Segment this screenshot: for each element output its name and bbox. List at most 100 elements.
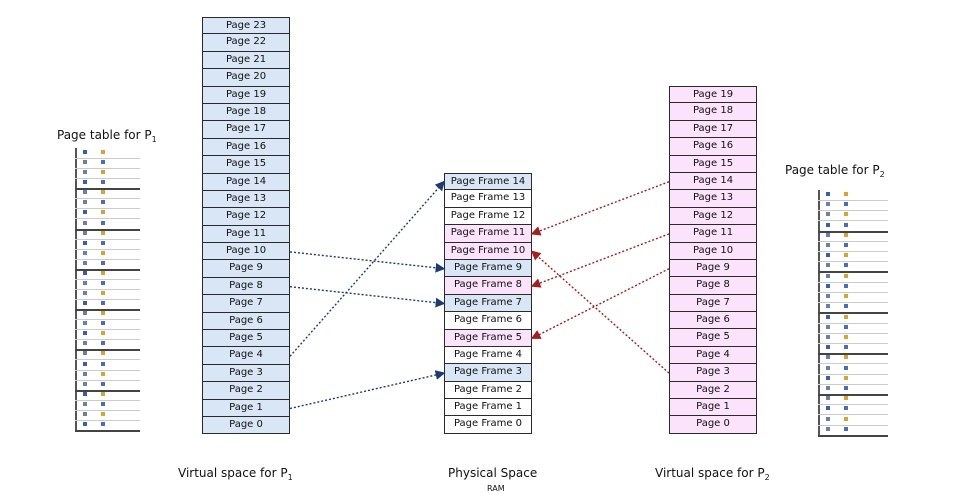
page-table-icon bbox=[83, 321, 87, 326]
page-table-icon bbox=[83, 401, 87, 406]
virtual-page-p1-cell: Page 15 bbox=[202, 156, 290, 174]
page-table-icon bbox=[101, 371, 105, 376]
page-table-icon bbox=[101, 190, 105, 195]
page-table-icon bbox=[101, 401, 105, 406]
page-table-icon bbox=[826, 243, 830, 248]
page-table-entry bbox=[75, 410, 140, 421]
mapping-arrow-p1 bbox=[289, 251, 446, 273]
page-table-entry bbox=[75, 420, 140, 432]
page-table-icon bbox=[844, 334, 848, 339]
virtual-page-p2-cell: Page 4 bbox=[669, 346, 757, 365]
page-table-icon bbox=[826, 222, 830, 227]
page-table-icon bbox=[826, 202, 830, 207]
page-table-icon bbox=[101, 421, 105, 426]
page-table-entry bbox=[75, 279, 140, 290]
page-table-icon bbox=[844, 243, 848, 248]
page-table-icon bbox=[826, 304, 830, 309]
page-table-p2-label-text: Page table for P bbox=[785, 163, 880, 177]
virtual-page-p2-cell: Page 16 bbox=[669, 138, 757, 156]
page-table-icon bbox=[844, 416, 848, 421]
page-table-entry bbox=[75, 219, 140, 231]
page-table-icon bbox=[83, 381, 87, 386]
mapping-arrow-p2 bbox=[530, 233, 670, 288]
page-table-icon bbox=[83, 170, 87, 175]
page-table-icon bbox=[101, 200, 105, 205]
page-table-icon bbox=[83, 150, 87, 154]
page-table-icon bbox=[826, 212, 830, 217]
page-table-icon bbox=[844, 385, 848, 390]
physical-space-label: Physical Space bbox=[448, 466, 538, 480]
page-table-entry bbox=[75, 178, 140, 191]
page-table-icon bbox=[826, 324, 830, 329]
page-table-icon bbox=[83, 311, 87, 316]
virtual-page-p2-cell: Page 13 bbox=[669, 190, 757, 208]
virtual-page-p2-cell: Page 10 bbox=[669, 242, 757, 260]
page-frame-cell: Page Frame 13 bbox=[444, 190, 532, 208]
virtual-page-p1-cell: Page 19 bbox=[202, 86, 290, 104]
page-table-entry bbox=[818, 231, 888, 242]
page-table-p2 bbox=[818, 190, 888, 437]
page-table-icon bbox=[844, 212, 848, 217]
page-table-icon bbox=[101, 150, 105, 154]
page-frame-cell: Page Frame 14 bbox=[444, 173, 532, 191]
page-table-icon bbox=[83, 391, 87, 396]
page-table-icon bbox=[101, 361, 105, 366]
page-table-icon bbox=[844, 283, 848, 288]
page-table-icon bbox=[101, 160, 105, 165]
virtual-page-p2-cell: Page 15 bbox=[669, 155, 757, 173]
page-table-icon bbox=[826, 192, 830, 196]
page-table-icon bbox=[101, 250, 105, 255]
page-table-icon bbox=[826, 426, 830, 431]
ram-label: RAM bbox=[487, 484, 505, 493]
page-table-icon bbox=[101, 240, 105, 245]
page-table-icon bbox=[83, 301, 87, 306]
virtual-page-p2-cell: Page 17 bbox=[669, 120, 757, 139]
page-table-icon bbox=[844, 426, 848, 431]
page-table-entry bbox=[818, 210, 888, 222]
page-table-icon bbox=[826, 345, 830, 350]
page-table-entry bbox=[75, 319, 140, 331]
page-table-p1 bbox=[75, 148, 140, 432]
page-table-entry bbox=[818, 221, 888, 233]
page-table-p2-label: Page table for P2 bbox=[785, 163, 885, 179]
virtual-page-p2-cell: Page 19 bbox=[669, 86, 757, 104]
virtual-page-p1-cell: Page 6 bbox=[202, 312, 290, 331]
page-table-entry bbox=[818, 425, 888, 437]
virtual-page-p1-cell: Page 12 bbox=[202, 208, 290, 226]
virtual-page-p1-cell: Page 18 bbox=[202, 103, 290, 122]
page-table-entry bbox=[75, 168, 140, 180]
page-table-entry bbox=[75, 309, 140, 321]
virtual-space-p2-label-sub: 2 bbox=[764, 473, 770, 482]
virtual-space-p2-label: Virtual space for P2 bbox=[655, 466, 770, 482]
virtual-page-p1-cell: Page 23 bbox=[202, 17, 290, 35]
virtual-space-p1-label-sub: 1 bbox=[287, 473, 293, 482]
mapping-arrow-p1 bbox=[289, 180, 445, 357]
page-table-icon bbox=[83, 411, 87, 416]
virtual-page-p2-cell: Page 9 bbox=[669, 259, 757, 278]
page-table-icon bbox=[826, 406, 830, 411]
page-table-icon bbox=[844, 202, 848, 207]
page-table-entry bbox=[75, 208, 140, 220]
page-table-entry bbox=[818, 282, 888, 293]
virtual-page-p1-cell: Page 5 bbox=[202, 330, 290, 348]
page-table-icon bbox=[826, 314, 830, 319]
page-table-entry bbox=[75, 400, 140, 411]
page-table-icon bbox=[83, 351, 87, 356]
page-table-entry bbox=[818, 261, 888, 274]
page-table-entry bbox=[818, 302, 888, 315]
virtual-page-p1-cell: Page 20 bbox=[202, 69, 290, 87]
virtual-page-p2-cell: Page 2 bbox=[669, 381, 757, 400]
page-table-icon bbox=[83, 220, 87, 225]
page-table-icon bbox=[844, 232, 848, 237]
page-table-entry bbox=[75, 259, 140, 271]
virtual-page-p1-cell: Page 1 bbox=[202, 399, 290, 417]
page-table-icon bbox=[101, 280, 105, 285]
page-table-icon bbox=[83, 331, 87, 336]
page-table-icon bbox=[83, 250, 87, 255]
page-table-entry bbox=[818, 394, 888, 406]
page-table-icon bbox=[826, 355, 830, 360]
page-frame-cell: Page Frame 0 bbox=[444, 416, 532, 434]
virtual-page-p2-cell: Page 5 bbox=[669, 329, 757, 347]
page-table-icon bbox=[844, 253, 848, 258]
virtual-page-p1-cell: Page 2 bbox=[202, 382, 290, 400]
